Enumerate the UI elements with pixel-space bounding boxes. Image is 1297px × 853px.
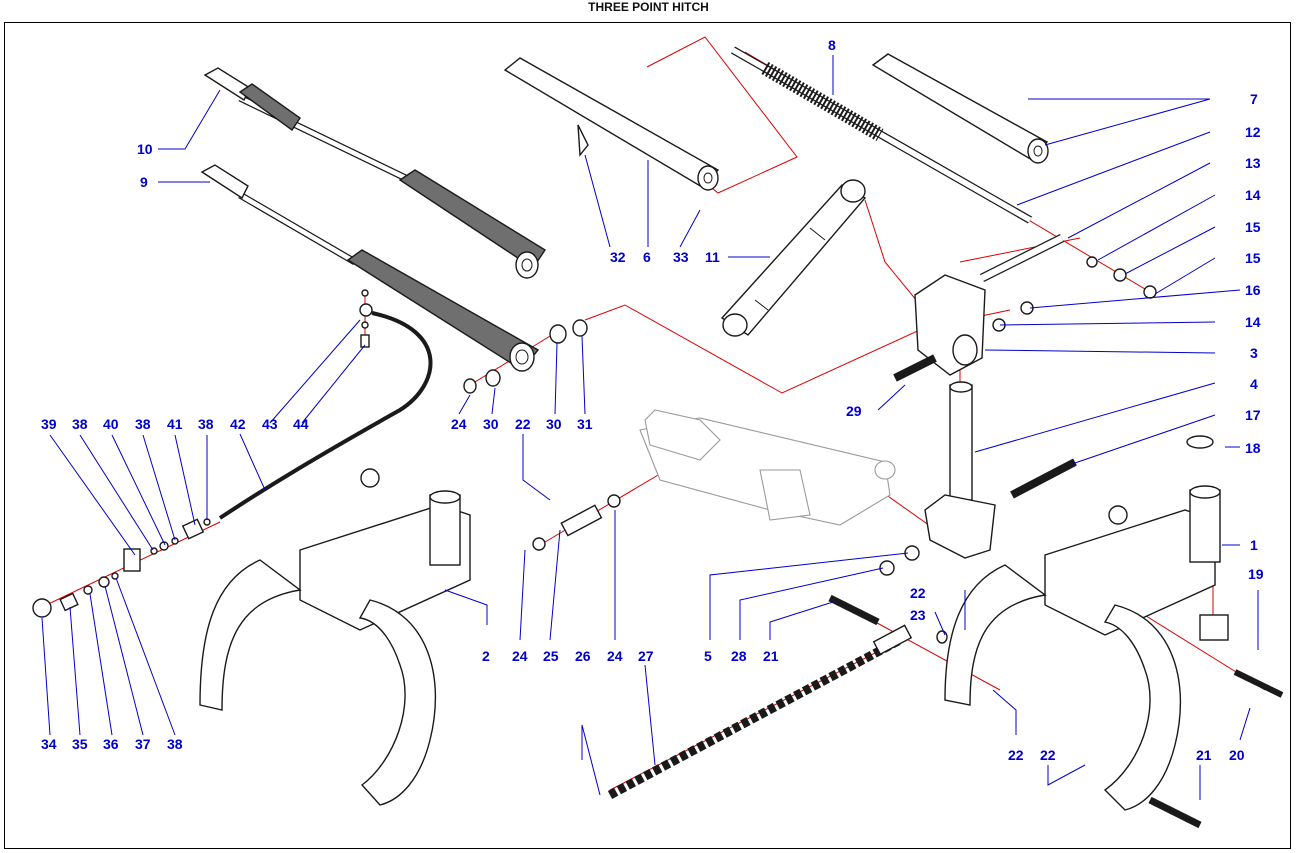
label-24b: 24	[512, 648, 528, 664]
label-43: 43	[262, 416, 278, 432]
label-41: 41	[167, 416, 183, 432]
main-frame	[639, 409, 896, 526]
pin-7	[871, 53, 1049, 164]
label-11: 11	[705, 249, 720, 265]
label-7: 7	[1250, 91, 1258, 107]
label-9: 9	[140, 174, 148, 190]
label-15b: 15	[1245, 250, 1261, 266]
label-35: 35	[72, 736, 88, 752]
label-44: 44	[293, 416, 309, 432]
bushing-18-top	[1186, 435, 1214, 449]
label-36: 36	[103, 736, 119, 752]
diagram-frame	[4, 22, 1291, 849]
part-labels: 1 2 3 4 5 6 7 8 9 10 11 12 13 14 15 15 1…	[41, 37, 1264, 763]
bolt-17	[1010, 458, 1077, 499]
pin-20	[1233, 669, 1284, 698]
pin-21-right	[1148, 796, 1202, 829]
label-22d: 22	[1040, 747, 1056, 763]
label-38a: 38	[167, 736, 183, 752]
label-28: 28	[731, 648, 747, 664]
label-17: 17	[1245, 407, 1261, 423]
label-25: 25	[543, 648, 559, 664]
bolt-29	[893, 354, 937, 382]
label-4: 4	[1250, 376, 1258, 392]
label-18: 18	[1245, 440, 1261, 456]
label-34: 34	[41, 736, 57, 752]
label-38d: 38	[198, 416, 214, 432]
label-39: 39	[41, 416, 57, 432]
pin-21-left	[828, 594, 880, 626]
pin-6	[503, 57, 720, 191]
label-12: 12	[1245, 124, 1261, 140]
chain-plate	[872, 624, 913, 656]
label-8: 8	[828, 37, 836, 53]
label-21b: 21	[1196, 747, 1212, 763]
post-4	[924, 381, 996, 559]
leader-lines	[41, 55, 1259, 800]
label-15a: 15	[1245, 219, 1261, 235]
lift-arm-2	[199, 468, 471, 806]
threaded-rod-8	[731, 46, 1032, 224]
label-38c: 38	[135, 416, 151, 432]
label-22a: 22	[515, 416, 531, 432]
label-30b: 30	[546, 416, 562, 432]
hydraulic-hose	[218, 311, 433, 520]
hydraulic-fittings	[32, 289, 373, 618]
label-21a: 21	[763, 648, 779, 664]
label-10: 10	[137, 141, 153, 157]
label-42: 42	[230, 416, 246, 432]
label-24c: 24	[607, 648, 623, 664]
label-22b: 22	[910, 585, 926, 601]
label-16: 16	[1245, 282, 1261, 298]
chain-27	[607, 636, 903, 799]
link-11	[720, 179, 867, 337]
label-29: 29	[846, 403, 862, 419]
label-33: 33	[673, 249, 689, 265]
label-20: 20	[1229, 747, 1245, 763]
pin-25	[560, 504, 603, 537]
label-24a: 24	[451, 416, 467, 432]
label-22c: 22	[1008, 747, 1024, 763]
label-5: 5	[704, 648, 712, 664]
hydraulic-cylinder-9	[200, 164, 540, 372]
label-38b: 38	[72, 416, 88, 432]
label-23: 23	[910, 607, 926, 623]
label-2: 2	[482, 648, 490, 664]
label-19: 19	[1248, 566, 1264, 582]
label-30a: 30	[483, 416, 499, 432]
label-26: 26	[575, 648, 591, 664]
label-14a: 14	[1245, 187, 1261, 203]
washers	[463, 256, 1157, 644]
bushing-18-bottom	[1199, 614, 1229, 641]
label-14b: 14	[1245, 314, 1261, 330]
label-40: 40	[103, 416, 119, 432]
label-6: 6	[643, 249, 651, 265]
label-32: 32	[610, 249, 626, 265]
label-3: 3	[1250, 345, 1258, 361]
label-1: 1	[1250, 537, 1258, 553]
label-31: 31	[577, 416, 593, 432]
page-title: THREE POINT HITCH	[588, 0, 709, 14]
label-13: 13	[1245, 155, 1261, 171]
lift-arm-1	[944, 485, 1221, 811]
hydraulic-cylinder-10	[203, 67, 546, 279]
label-37: 37	[135, 736, 151, 752]
bracket-3	[914, 274, 986, 376]
label-27: 27	[638, 648, 654, 664]
